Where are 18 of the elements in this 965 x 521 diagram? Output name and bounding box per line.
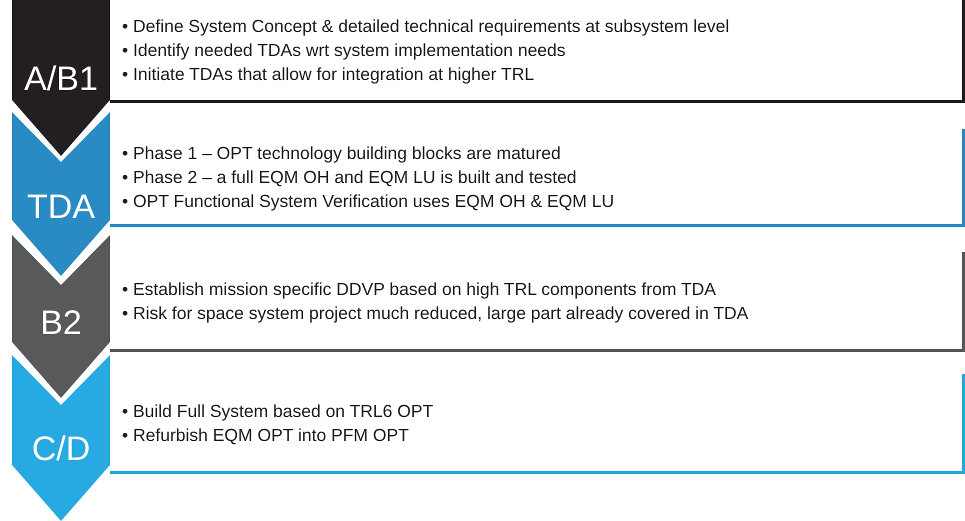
bullet-text: • Define System Concept & detailed technical requirements at subsystem level — [122, 15, 730, 38]
phase-label: A/B1 — [23, 62, 99, 96]
bullet-text: • Phase 1 – OPT technology building blocks are matured — [122, 142, 562, 164]
bullet-text: • Identify needed TDAs wrt system implementation needs — [122, 39, 567, 62]
phase-label: C/D — [30, 432, 92, 466]
bullet-text: • Establish mission specific DDVP based on high TRL components from TDA — [122, 278, 717, 300]
bullet-text: • OPT Functional System Verification uses EQM OH & EQM LU — [122, 190, 616, 212]
phase-label: B2 — [39, 306, 83, 340]
bullet-text: • Refurbish EQM OPT into PFM OPT — [122, 424, 410, 446]
bullet-text: • Risk for space system project much reduced, large part already covered in TDA — [122, 302, 750, 324]
text-panel — [110, 129, 965, 227]
phase-label: TDA — [26, 190, 96, 224]
bullet-text: • Initiate TDAs that allow for integration at higher TRL — [122, 63, 536, 86]
text-panel — [110, 252, 965, 352]
bullet-text: • Build Full System based on TRL6 OPT — [122, 400, 434, 422]
bullet-text: • Phase 2 – a full EQM OH and EQM LU is built and tested — [122, 166, 578, 188]
text-panel — [110, 374, 965, 474]
text-panel — [110, 0, 965, 103]
